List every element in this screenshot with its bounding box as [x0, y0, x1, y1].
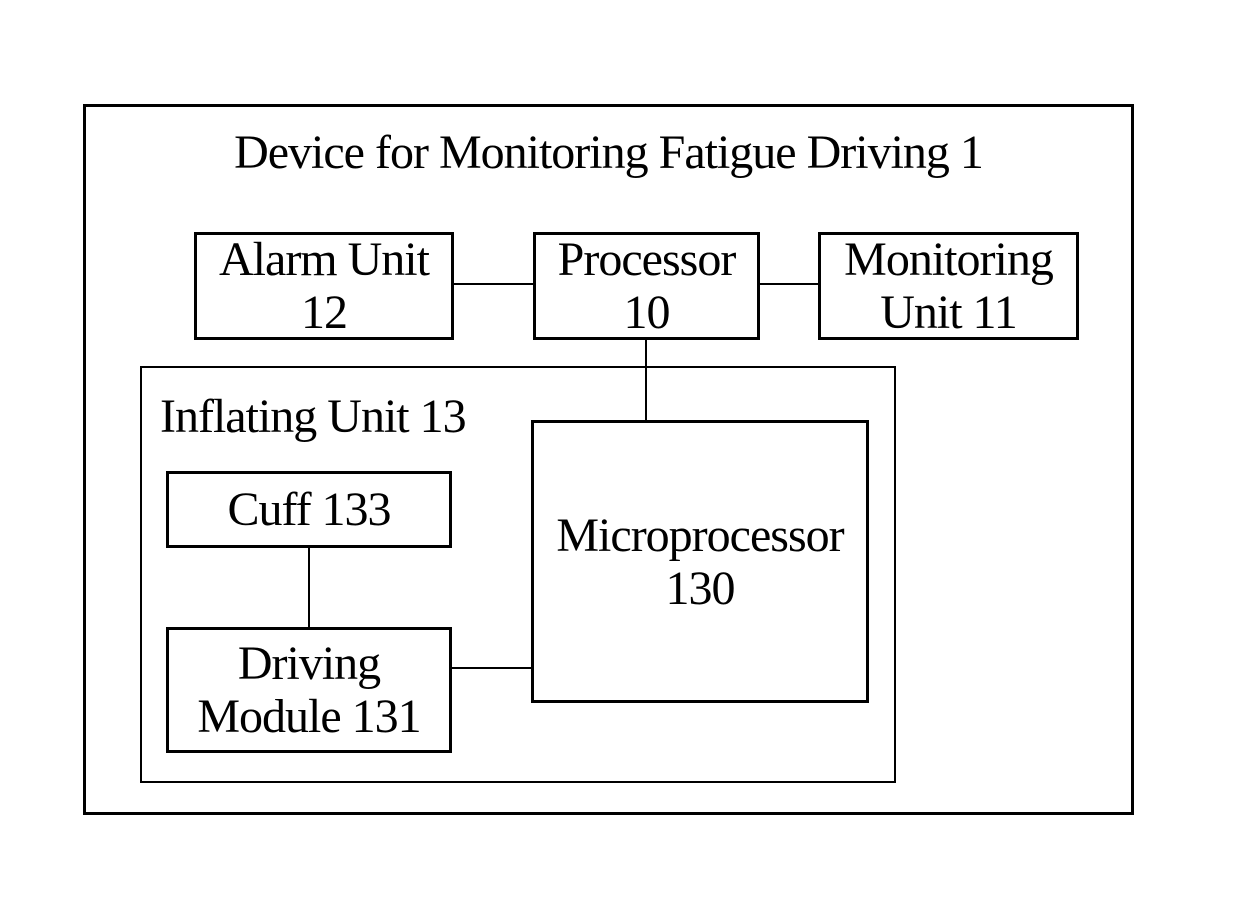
monitoring-unit-box: Monitoring Unit 11: [818, 232, 1079, 340]
inflating-unit-box: [140, 366, 896, 783]
processor-label-line2: 10: [623, 286, 671, 339]
alarm-unit-label-line2: 12: [301, 286, 348, 339]
driving-module-label-line1: Driving: [237, 637, 381, 690]
processor-box: Processor 10: [533, 232, 760, 340]
alarm-unit-label-line1: Alarm Unit: [219, 233, 430, 286]
monitoring-unit-label-line1: Monitoring: [844, 233, 1054, 286]
cuff-box: Cuff 133: [166, 471, 452, 548]
connector-processor-microprocessor: [645, 340, 647, 420]
cuff-label: Cuff 133: [227, 483, 391, 536]
microprocessor-label-line2: 130: [665, 561, 736, 615]
connector-cuff-driving-module: [308, 548, 310, 627]
monitoring-unit-label-line2: Unit 11: [880, 286, 1018, 339]
device-outer-box: [83, 104, 1134, 815]
microprocessor-box: Microprocessor 130: [531, 420, 869, 703]
connector-processor-monitoring: [760, 283, 818, 285]
connector-driving-module-microprocessor: [452, 667, 531, 669]
diagram-title: Device for Monitoring Fatigue Driving 1: [234, 126, 984, 179]
connector-alarm-processor: [454, 283, 533, 285]
processor-label-line1: Processor: [557, 233, 737, 286]
alarm-unit-box: Alarm Unit 12: [194, 232, 454, 340]
microprocessor-label-line1: Microprocessor: [556, 508, 844, 562]
driving-module-label-line2: Module 131: [197, 690, 421, 743]
inflating-unit-label: Inflating Unit 13: [160, 390, 467, 443]
driving-module-box: Driving Module 131: [166, 627, 452, 753]
